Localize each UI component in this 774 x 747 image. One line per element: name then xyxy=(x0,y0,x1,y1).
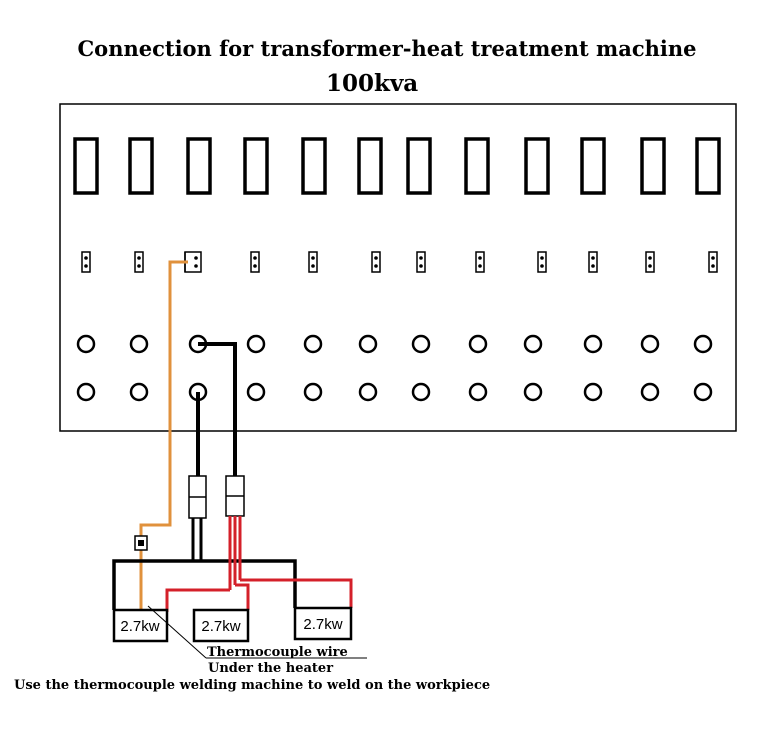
breaker-switch xyxy=(580,137,606,195)
thermocouple-socket xyxy=(588,251,598,273)
breaker-switch xyxy=(301,137,327,195)
terminal-upper xyxy=(583,334,603,354)
thermocouple-socket xyxy=(537,251,547,273)
terminal-lower xyxy=(468,382,488,402)
terminal-upper xyxy=(303,334,323,354)
terminal-lower xyxy=(303,382,323,402)
terminal-upper xyxy=(358,334,378,354)
terminal-upper xyxy=(693,334,713,354)
breaker-switch xyxy=(695,137,721,195)
heater-1-label: 2.7kw xyxy=(120,618,159,635)
thermocouple-socket xyxy=(416,251,426,273)
thermocouple-socket xyxy=(708,251,718,273)
thermocouple-socket xyxy=(134,251,144,273)
thermocouple-socket xyxy=(475,251,485,273)
heater-3-label: 2.7kw xyxy=(303,616,342,633)
thermocouple-socket xyxy=(308,251,318,273)
terminal-upper xyxy=(129,334,149,354)
diagram-title: Connection for transformer-heat treatmen… xyxy=(77,36,697,61)
breaker-switch xyxy=(406,137,432,195)
heater-3: 2.7kw xyxy=(293,606,353,641)
terminal-upper xyxy=(468,334,488,354)
breaker-row xyxy=(73,137,721,195)
breaker-switch xyxy=(73,137,99,195)
breaker-switch xyxy=(186,137,212,195)
terminal-lower xyxy=(246,382,266,402)
thermocouple-wire xyxy=(139,260,188,610)
thermocouple-socket xyxy=(645,251,655,273)
breaker-switch xyxy=(464,137,490,195)
terminal-upper xyxy=(246,334,266,354)
heater-lead-2 xyxy=(235,583,250,610)
note-thermocouple-wire: Thermocouple wire xyxy=(207,645,348,660)
heater-2-label: 2.7kw xyxy=(201,618,240,635)
terminal-lower xyxy=(358,382,378,402)
thermocouple-socket-row xyxy=(81,251,718,273)
power-cable-upper xyxy=(198,342,237,476)
machine-panel xyxy=(59,103,737,432)
terminal-lower xyxy=(583,382,603,402)
heater-1: 2.7kw xyxy=(112,608,169,643)
breaker-switch xyxy=(128,137,154,195)
leader-line xyxy=(147,605,207,659)
terminal-lower xyxy=(693,382,713,402)
terminal-lower xyxy=(76,382,96,402)
heater-2: 2.7kw xyxy=(192,608,250,643)
terminal-lower xyxy=(129,382,149,402)
terminal-lower xyxy=(640,382,660,402)
thermocouple-socket xyxy=(371,251,381,273)
heater-lead-3 xyxy=(240,578,353,608)
note-under-heater: Under the heater xyxy=(208,661,333,676)
breaker-switch xyxy=(357,137,383,195)
terminal-lower xyxy=(411,382,431,402)
breaker-switch xyxy=(243,137,269,195)
terminal-upper xyxy=(523,334,543,354)
heater-lead-1 xyxy=(165,588,230,612)
black-return-lead xyxy=(112,559,297,610)
thermocouple-socket xyxy=(250,251,260,273)
terminal-lower xyxy=(523,382,543,402)
breaker-switch xyxy=(524,137,550,195)
breaker-switch xyxy=(640,137,666,195)
note-welding: Use the thermocouple welding machine to … xyxy=(14,678,490,693)
terminal-upper xyxy=(640,334,660,354)
terminal-upper xyxy=(76,334,96,354)
diagram-subtitle: 100kva xyxy=(326,70,419,97)
thermocouple-socket xyxy=(81,251,91,273)
terminal-upper xyxy=(411,334,431,354)
